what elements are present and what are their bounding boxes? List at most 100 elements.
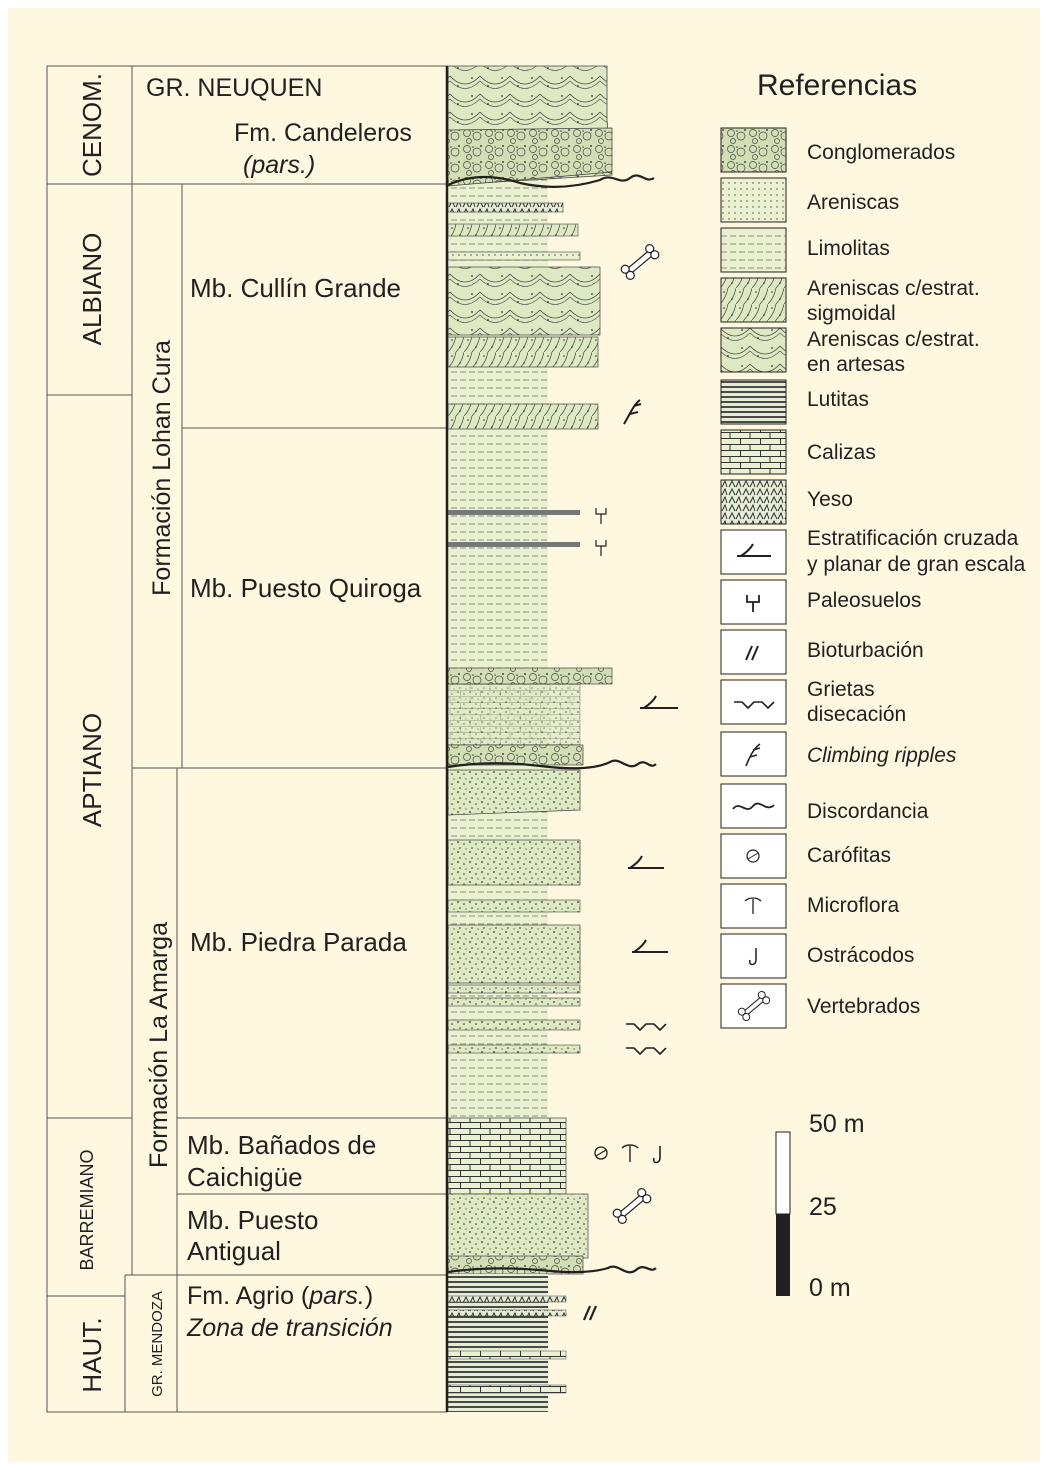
legend-label: Grietas: [807, 678, 875, 701]
agrio-pars: pars.: [308, 1282, 365, 1310]
legend-label: Calizas: [807, 441, 876, 464]
bone-icon: [737, 990, 771, 1022]
antigual-sand: [447, 1193, 589, 1259]
legend-label: disecación: [807, 703, 906, 726]
formation-labels: GR. NEUQUEN Fm. Candeleros (pars.) Forma…: [145, 74, 412, 1397]
unconformity-line-middle: [447, 759, 657, 770]
legend-item-grietas: Grietas disecación: [720, 678, 906, 726]
legend-label: y planar de gran escala: [807, 553, 1026, 576]
legend-label: Vertebrados: [807, 995, 920, 1018]
charophyte-icon: [594, 1146, 608, 1160]
legend-label: Climbing ripples: [807, 744, 957, 767]
legend-item-paleosuelos: Paleosuelos: [720, 579, 921, 625]
agrio-prefix: Fm. Agrio (: [187, 1282, 310, 1310]
scale-label-top: 50 m: [809, 1110, 865, 1138]
climbing-ripples-icon: [623, 399, 642, 425]
mudcrack-icon: [626, 1023, 667, 1032]
quiroga-conglomerate-bed: [447, 667, 613, 685]
climbing-ripples-icon: [745, 743, 761, 767]
microflora-icon: [621, 1144, 639, 1162]
piedra-sand-bed-7: [447, 1019, 581, 1031]
member-labels: Mb. Cullín Grande Mb. Puesto Quiroga Mb.…: [187, 273, 422, 1266]
scale-label-bottom: 0 m: [809, 1274, 851, 1302]
agrio-limestone-bed-1: [447, 1350, 567, 1360]
scale-bar-lower: [776, 1214, 790, 1296]
legend-label: Areniscas c/estrat.: [807, 328, 980, 351]
mudcrack-icon: [626, 1047, 667, 1056]
cullin-trough-bed: [447, 266, 601, 336]
legend-label: Areniscas: [807, 191, 899, 214]
legend-item-artesas: Areniscas c/estrat. en artesas: [720, 327, 980, 376]
member-antigual-label-2: Antigual: [187, 1236, 281, 1266]
legend-label: Lutitas: [807, 388, 869, 411]
siltstone-pattern: [720, 227, 787, 273]
legend-item-lutitas: Lutitas: [720, 379, 869, 425]
legend-label: Ostrácodos: [807, 944, 914, 967]
piedra-sand-bed-6: [447, 997, 581, 1007]
legend-label: Conglomerados: [807, 141, 955, 164]
piedra-sand-bed-2: [447, 839, 581, 886]
legend-icon-box: [720, 629, 787, 675]
legend: Referencias Conglomerados Areniscas Limo…: [720, 69, 1026, 1029]
age-label-cenom: CENOM.: [77, 73, 107, 177]
formation-candeleros-pars: (pars.): [243, 151, 315, 179]
trough-pattern: [720, 327, 787, 373]
mudcrack-icon: [734, 701, 775, 710]
cullin-sigmoidal-bed: [447, 336, 599, 368]
member-antigual-label-1: Mb. Puesto: [187, 1205, 319, 1235]
member-quiroga-label: Mb. Puesto Quiroga: [190, 573, 422, 603]
cross-bedding-icon: [737, 543, 771, 557]
limestone-pattern: [720, 429, 787, 475]
legend-label: Paleosuelos: [807, 589, 921, 612]
formation-la-amarga-label: Formación La Amarga: [145, 922, 173, 1168]
microflora-icon: [744, 897, 762, 914]
legend-icon-box: [720, 731, 787, 777]
piedra-sand-bed-5: [447, 984, 581, 994]
member-banados-label-2: Caichigüe: [187, 1162, 303, 1192]
banados-limestone: [447, 1117, 567, 1195]
sigmoidal-pattern: [720, 277, 787, 323]
ostracod-icon: [748, 948, 757, 966]
age-label-haut: HAUT.: [77, 1317, 107, 1392]
legend-label: Discordancia: [807, 800, 929, 823]
quiroga-basal-conglomerate: [447, 744, 584, 766]
scale-label-mid: 25: [809, 1193, 837, 1221]
member-cullin-label: Mb. Cullín Grande: [190, 273, 401, 303]
unconformity-icon: [732, 802, 775, 810]
group-neuquen-label: GR. NEUQUEN: [146, 74, 322, 102]
agrio-gypsum-bed-1: [447, 1295, 567, 1303]
charophyte-icon: [746, 849, 760, 863]
ostracod-icon: [652, 1146, 661, 1164]
bone-icon: [612, 1188, 652, 1224]
age-label-barremiano: BARREMIANO: [77, 1149, 97, 1270]
formation-candeleros-label: Fm. Candeleros: [234, 119, 412, 147]
legend-title: Referencias: [757, 69, 917, 102]
cross-bedding-icon: [628, 855, 664, 869]
formation-agrio-label: Fm. Agrio (pars.): [187, 1282, 373, 1310]
legend-icon-box: [720, 529, 787, 575]
lithologic-column: [445, 65, 657, 1412]
group-mendoza-label: GR. MENDOZA: [149, 1291, 166, 1397]
cross-bedding-icon: [632, 939, 668, 953]
paleosol-icon: [746, 595, 760, 612]
bioturbation-icon: [582, 1305, 598, 1321]
bone-icon: [620, 244, 660, 280]
legend-item-discordancia: Discordancia: [720, 783, 929, 829]
cullin-thin-bed: [447, 251, 581, 261]
quiroga-sand-beds: [447, 683, 581, 747]
legend-item-limolitas: Limolitas: [720, 227, 890, 273]
stratigraphic-table: [46, 65, 448, 1413]
legend-item-climbing: Climbing ripples: [720, 731, 957, 777]
piedra-sand-bed-8: [447, 1044, 581, 1054]
legend-label: Areniscas c/estrat.: [807, 277, 980, 300]
legend-icon-box: [720, 983, 787, 1029]
legend-item-areniscas: Areniscas: [720, 177, 899, 223]
agrio-gypsum-bed-2: [447, 1309, 567, 1317]
legend-item-bioturbacion: Bioturbación: [720, 629, 924, 675]
age-label-albiano: ALBIANO: [77, 233, 107, 346]
agrio-close: ): [365, 1282, 373, 1310]
legend-item-yeso: Yeso: [720, 479, 853, 525]
column-symbols: [582, 244, 678, 1321]
shale-pattern: [720, 379, 787, 425]
